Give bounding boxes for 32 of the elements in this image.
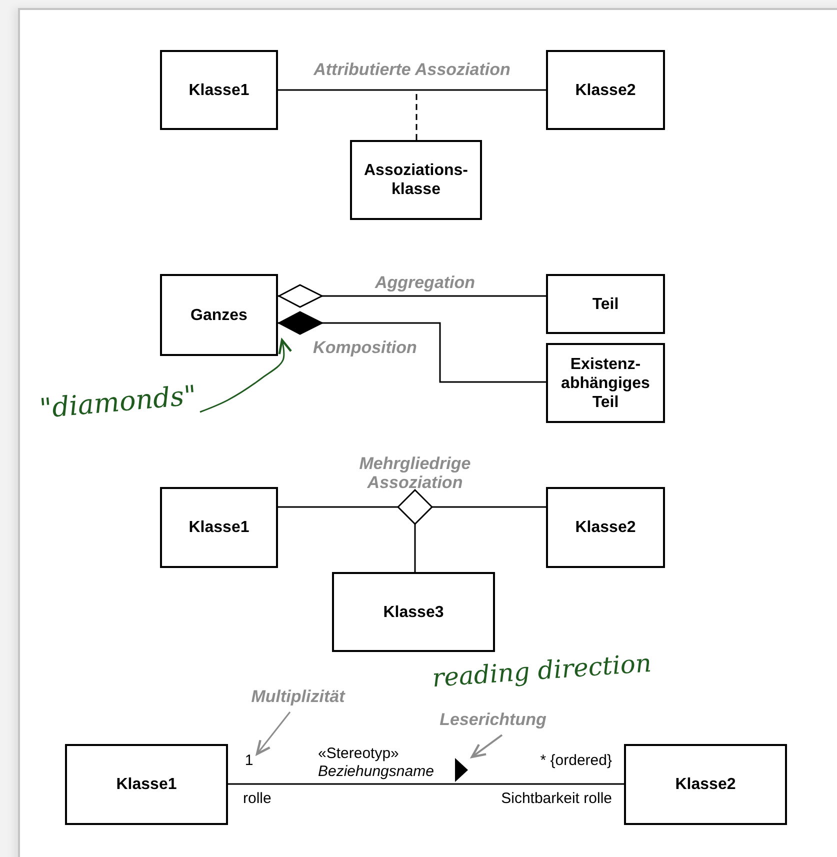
edge-label: Komposition bbox=[312, 338, 418, 358]
association-diamond bbox=[397, 489, 433, 525]
multiplicity: * {ordered} bbox=[539, 752, 612, 770]
association-label: Mehrgliedrige Assoziation bbox=[358, 454, 472, 492]
class-box: Ganzes bbox=[160, 274, 278, 356]
association-line bbox=[278, 311, 546, 383]
edge-label: Aggregation bbox=[374, 273, 476, 293]
class-box: Assoziations- klasse bbox=[350, 140, 482, 220]
class-box: Klasse1 bbox=[160, 487, 278, 568]
edge-label: Attributierte Assoziation bbox=[312, 60, 512, 80]
association-line bbox=[200, 338, 292, 413]
association-line bbox=[414, 524, 416, 572]
class-box: Klasse2 bbox=[546, 50, 665, 130]
leader-line bbox=[470, 734, 503, 758]
association-line bbox=[228, 783, 624, 785]
leader-line bbox=[416, 91, 418, 140]
class-box: Existenz- abhängiges Teil bbox=[546, 343, 665, 423]
class-box: Teil bbox=[546, 274, 665, 334]
association-line bbox=[278, 284, 546, 308]
class-box: Klasse1 bbox=[65, 744, 228, 825]
class-box: Klasse3 bbox=[332, 572, 495, 652]
association-line bbox=[278, 506, 398, 508]
handwritten-note: "diamonds" bbox=[26, 372, 210, 432]
role-name: rolle bbox=[243, 790, 272, 808]
multiplicity: 1 bbox=[243, 752, 255, 770]
class-box: Klasse2 bbox=[546, 487, 665, 568]
class-box: Klasse1 bbox=[160, 50, 278, 130]
association-line bbox=[432, 506, 546, 508]
association-line bbox=[278, 89, 546, 91]
association-line bbox=[256, 712, 291, 756]
role-name: Sichtbarkeit rolle bbox=[500, 790, 612, 808]
class-box: Klasse2 bbox=[624, 744, 787, 825]
